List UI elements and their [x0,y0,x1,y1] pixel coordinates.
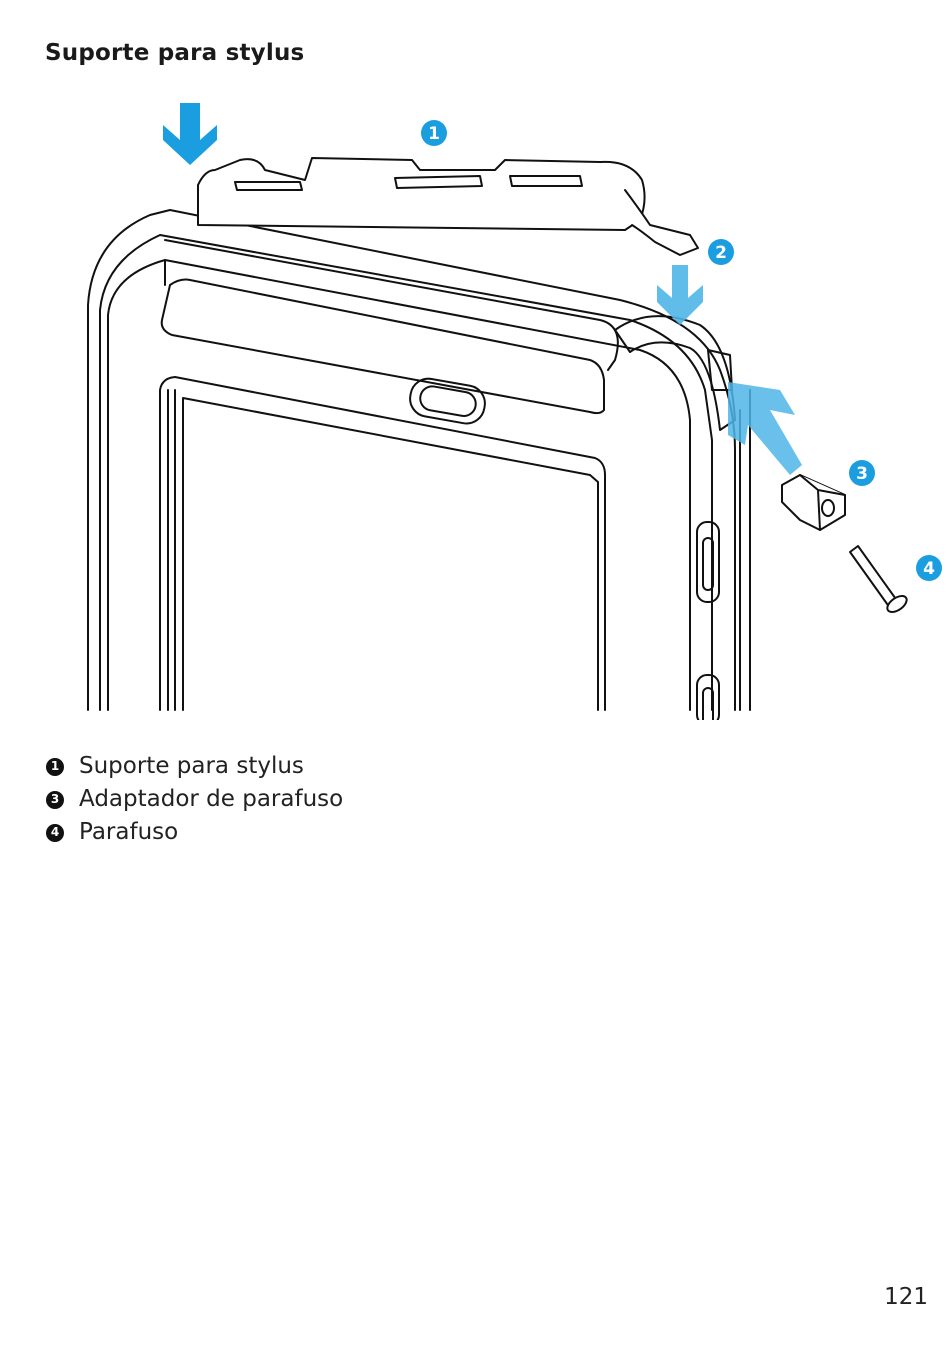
legend-item: 4 Parafuso [46,816,343,849]
page-number: 121 [884,1284,928,1310]
legend-item: 1 Suporte para stylus [46,750,343,783]
top-slot [160,278,605,415]
svg-text:1: 1 [428,124,440,144]
legend-number-badge: 4 [46,823,64,842]
insert-arrow-3 [728,382,802,475]
screw-adapter [781,474,846,531]
screen-inner [182,397,599,711]
down-arrow-2 [657,265,703,325]
tablet-stylus-holder-diagram: 1 2 3 4 [87,103,942,720]
side-button [696,674,720,720]
legend-number-badge: 1 [46,757,64,776]
tablet-body [87,209,751,720]
legend-number-badge: 3 [46,790,64,809]
callout-4: 4 [916,555,942,581]
svg-text:3: 3 [856,464,868,484]
svg-text:4: 4 [923,559,935,579]
callout-1: 1 [421,120,447,146]
svg-text:2: 2 [715,243,727,263]
section-title: Suporte para stylus [45,40,305,66]
callout-2: 2 [708,239,734,265]
legend-item: 3 Adaptador de parafuso [46,783,343,816]
screen-outer [159,376,606,711]
down-arrow-1 [163,103,217,165]
legend-label: Suporte para stylus [79,753,304,779]
legend-label: Adaptador de parafuso [79,786,344,812]
screw [849,545,908,613]
legend-label: Parafuso [79,819,179,845]
front-camera [409,377,486,425]
callout-3: 3 [849,460,875,486]
parts-legend: 1 Suporte para stylus 3 Adaptador de par… [46,750,343,849]
side-button [696,521,720,603]
assembly-arrows [163,103,802,475]
stylus-holder [197,157,699,256]
